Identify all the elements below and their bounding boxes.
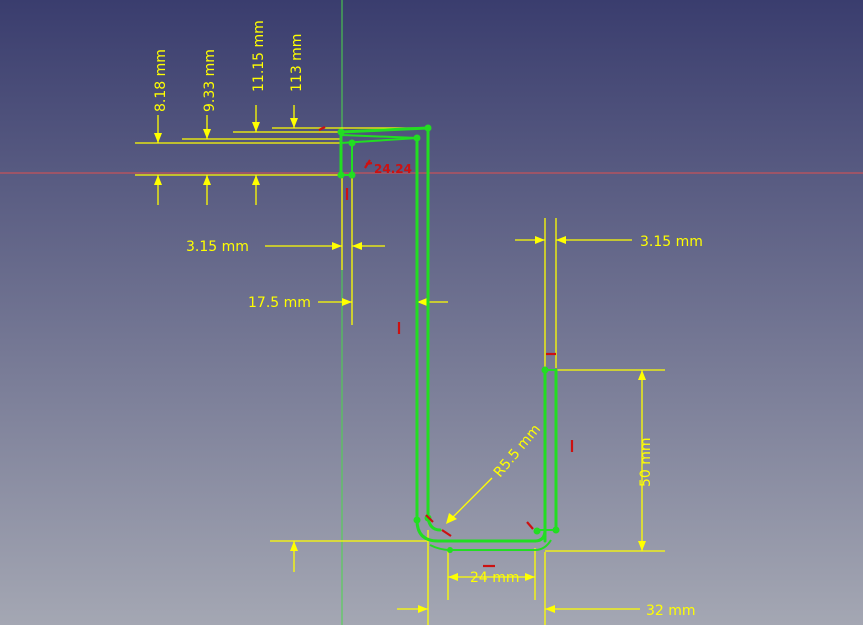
dim-arrow <box>448 573 458 581</box>
constraint-angle-icon[interactable] <box>364 159 373 169</box>
geometry-outer-fillet[interactable] <box>415 518 537 543</box>
constraint-markers[interactable]: 24.24 <box>318 126 574 568</box>
constraint-tangent-icon[interactable] <box>425 514 434 523</box>
sketch-point[interactable] <box>533 527 541 535</box>
dim-label-11-15[interactable]: 11.15 mm <box>251 20 267 92</box>
sketch-geometry[interactable] <box>337 124 560 554</box>
geometry-line-top-inner[interactable] <box>340 134 419 139</box>
dim-arrow <box>332 242 342 250</box>
dim-arrow <box>352 242 362 250</box>
sketch-point[interactable] <box>424 124 432 132</box>
dim-arrow <box>638 370 646 380</box>
dim-label-3-15-right[interactable]: 3.15 mm <box>640 234 703 250</box>
dim-arrow <box>525 573 535 581</box>
constraint-tangent-icon[interactable] <box>526 521 534 530</box>
dim-arrow <box>556 236 566 244</box>
dim-label-32[interactable]: 32 mm <box>646 603 696 619</box>
dim-arrow <box>252 175 260 185</box>
dim-label-9-33[interactable]: 9.33 mm <box>202 49 218 112</box>
dim-arrow <box>154 133 162 143</box>
sketch-point[interactable] <box>348 171 356 179</box>
geometry-right-fillet[interactable] <box>533 528 547 543</box>
dim-arrow <box>446 513 457 524</box>
sketch-point[interactable] <box>447 547 453 553</box>
sketch-point[interactable] <box>413 134 421 142</box>
sketch-point[interactable] <box>337 128 345 136</box>
dim-arrow <box>203 175 211 185</box>
geometry-bottom-curve[interactable] <box>429 539 552 551</box>
dim-label-8-18[interactable]: 8.18 mm <box>153 49 169 112</box>
geometry-line-top[interactable] <box>339 126 430 134</box>
sketch-point[interactable] <box>413 516 421 524</box>
dim-arrow <box>252 122 260 132</box>
sketch-point[interactable] <box>541 366 549 374</box>
dim-arrow <box>417 298 427 306</box>
constraint-tangent-icon[interactable] <box>441 529 452 537</box>
sketch-point[interactable] <box>337 171 345 179</box>
dim-label-24[interactable]: 24 mm <box>470 570 520 586</box>
dim-arrow <box>342 298 352 306</box>
dim-arrow <box>290 541 298 551</box>
dim-arrow <box>545 605 555 613</box>
dim-arrow <box>638 541 646 551</box>
sketch-point[interactable] <box>552 526 560 534</box>
dim-label-3-15-left[interactable]: 3.15 mm <box>186 239 249 255</box>
constraint-angle-label[interactable]: 24.24 <box>374 162 412 176</box>
dim-arrow <box>290 118 298 128</box>
constraint-horizontal-icon[interactable] <box>318 126 326 131</box>
dim-arrow <box>418 605 428 613</box>
dim-label-50[interactable]: 50 mm <box>638 437 654 487</box>
dim-arrow <box>535 236 545 244</box>
dim-arrow <box>154 175 162 185</box>
sketch-point[interactable] <box>348 139 356 147</box>
dim-arrow <box>203 129 211 139</box>
dim-label-17-5[interactable]: 17.5 mm <box>248 295 311 311</box>
dim-label-113[interactable]: 113 mm <box>289 34 305 92</box>
dimension-group <box>135 105 665 625</box>
dim-line-r5-5[interactable] <box>447 477 493 523</box>
